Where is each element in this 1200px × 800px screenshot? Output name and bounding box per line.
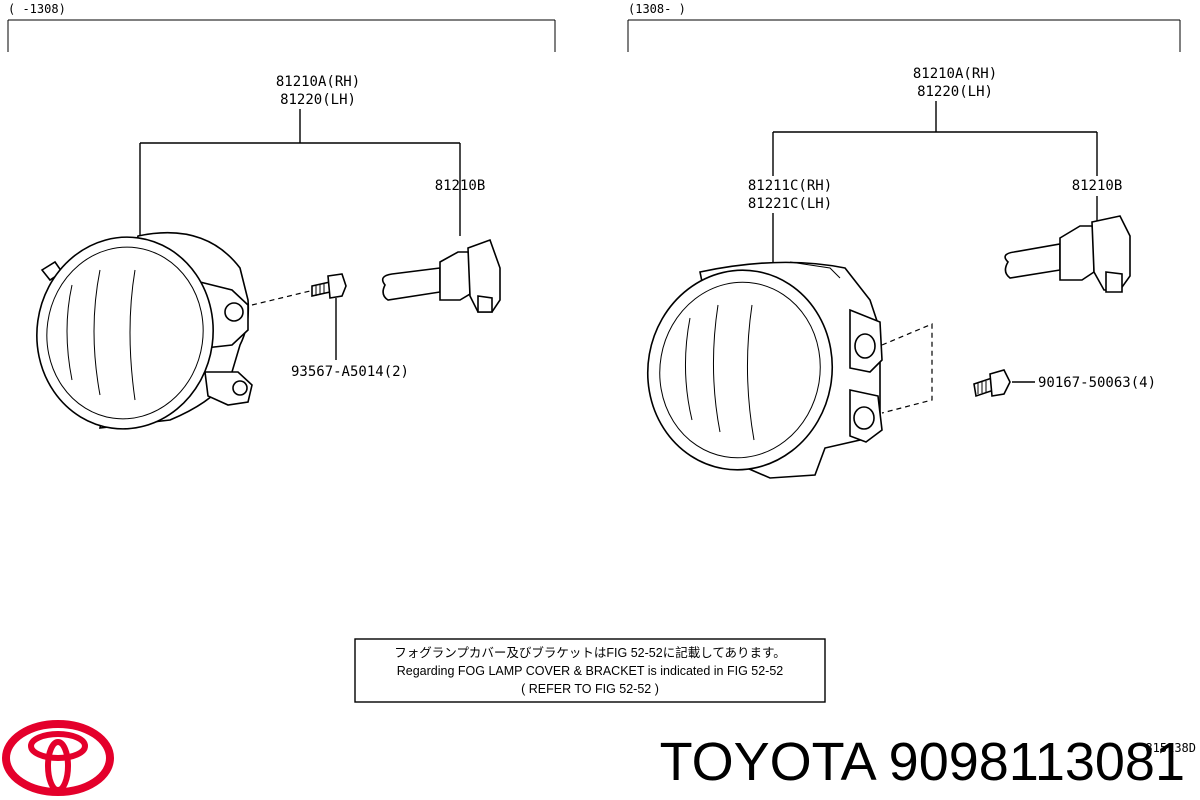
right-fog-lamp [646, 261, 933, 479]
left-fog-lamp [36, 232, 253, 430]
right-screw-code: 90167-50063(4) [1038, 375, 1156, 391]
note-japanese-line: フォグランプカバー及びブラケットはFIG 52-52に記載してあります。 [394, 645, 785, 660]
left-assembly-code-lh: 81220(LH) [280, 92, 356, 108]
right-unit-code-rh: 81211C(RH) [748, 178, 832, 194]
note-english-line: Regarding FOG LAMP COVER & BRACKET is in… [397, 664, 784, 678]
left-screw-code: 93567-A5014(2) [291, 364, 409, 380]
right-unit-code-lh: 81221C(LH) [748, 196, 832, 212]
left-assembly-code-rh: 81210A(RH) [276, 74, 360, 90]
right-group-bracket [627, 19, 1181, 52]
left-range-label: ( -1308) [8, 2, 66, 16]
left-screw [251, 273, 347, 360]
note-box: フォグランプカバー及びブラケットはFIG 52-52に記載してあります。 Reg… [354, 638, 826, 703]
right-bulb [1004, 215, 1131, 293]
figure-code: 815138D [1145, 741, 1196, 755]
left-leader-lines [139, 109, 461, 236]
right-range-label: (1308- ) [628, 2, 686, 16]
left-group-bracket [7, 19, 556, 52]
right-assembly-code-lh: 81220(LH) [917, 84, 993, 100]
right-screw [973, 369, 1035, 398]
right-assembly-code-rh: 81210A(RH) [913, 66, 997, 82]
left-bulb [381, 238, 501, 313]
right-bulb-code: 81210B [1072, 178, 1123, 194]
toyota-logo-icon [2, 720, 114, 796]
right-group: (1308- ) 81210A(RH) 81220(LH) 81211C(RH)… [627, 2, 1181, 479]
left-bulb-code: 81210B [435, 178, 486, 194]
right-leader-lines [772, 101, 1098, 176]
brand-part-number: TOYOTA 9098113081 [660, 732, 1185, 792]
left-group: ( -1308) 81210A(RH) 81220(LH) 81210B [7, 2, 556, 430]
note-reference-line: ( REFER TO FIG 52-52 ) [521, 682, 659, 696]
